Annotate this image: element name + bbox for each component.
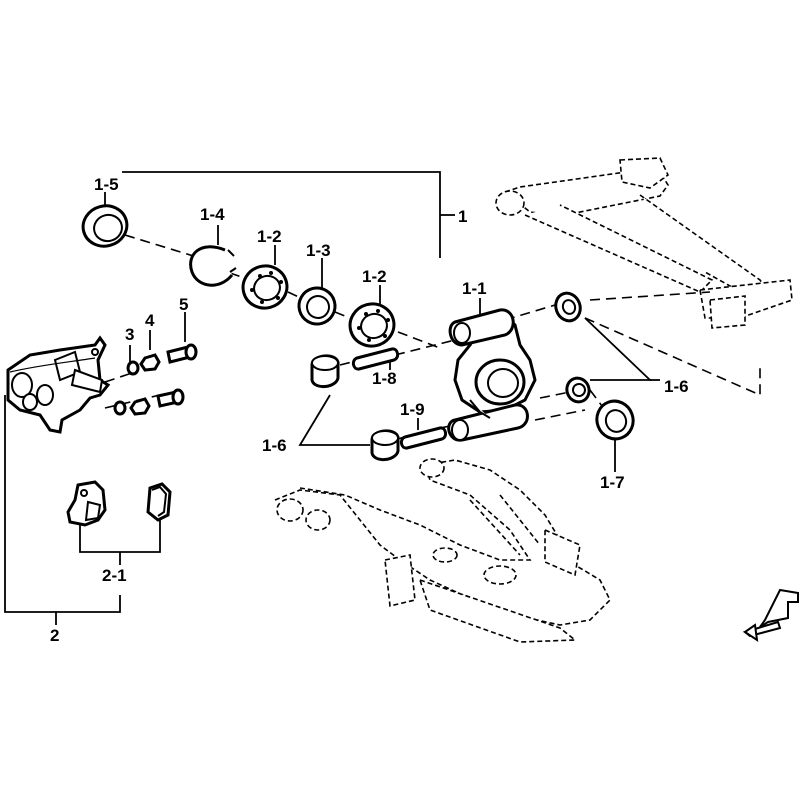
pin-1-8 [351,347,400,371]
front-direction-arrow-icon [742,588,799,643]
oil-seal-1-7 [595,399,635,441]
label-1-3: 1-3 [306,241,331,260]
label-1: 1 [458,207,467,226]
washer-3-upper [126,360,140,376]
lower-a-arm-ghost [274,458,611,643]
label-3: 3 [125,325,134,344]
label-1-2-left: 1-2 [257,227,282,246]
oil-seal-1-5 [81,204,129,248]
label-2: 2 [50,626,59,645]
label-1-2-right: 1-2 [362,267,387,286]
circlip-1-4 [189,245,237,287]
nut-4-upper [139,353,161,372]
bushing-1-6-upper-left [310,354,340,388]
nut-4-lower [129,397,151,416]
label-1-9: 1-9 [400,400,425,419]
label-1-4: 1-4 [200,205,225,224]
brake-caliper-2 [6,335,111,434]
bolt-5-lower [156,388,185,408]
bushing-1-6-lower-left [370,429,400,461]
hub-knuckle-1-1 [447,308,537,442]
label-5: 5 [179,295,188,314]
washer-3-lower [113,400,127,416]
brake-pad-2-1-left [66,480,107,527]
bushing-1-6-upper-right [554,291,582,323]
brake-pad-2-1-right [146,482,172,522]
label-1-7: 1-7 [600,473,625,492]
upper-a-arm-ghost [495,157,793,329]
label-4: 4 [145,311,155,330]
label-2-1: 2-1 [102,566,127,585]
label-1-6-right: 1-6 [664,377,689,396]
bolt-5-upper [166,343,198,364]
bearing-1-2-right [348,302,396,348]
label-1-6-left: 1-6 [262,436,287,455]
bearing-1-2-left [241,264,289,310]
label-1-8: 1-8 [372,369,397,388]
label-1-1: 1-1 [462,279,487,298]
pin-1-9 [399,426,448,450]
leader-lines [4,171,660,625]
label-1-5: 1-5 [94,175,119,194]
bushing-1-6-lower-right [565,376,591,404]
spacer-1-3 [297,286,337,326]
part-labels: 1 1-5 1-4 1-2 1-3 1-2 1-1 1-8 1-9 1-6 1-… [50,175,689,645]
